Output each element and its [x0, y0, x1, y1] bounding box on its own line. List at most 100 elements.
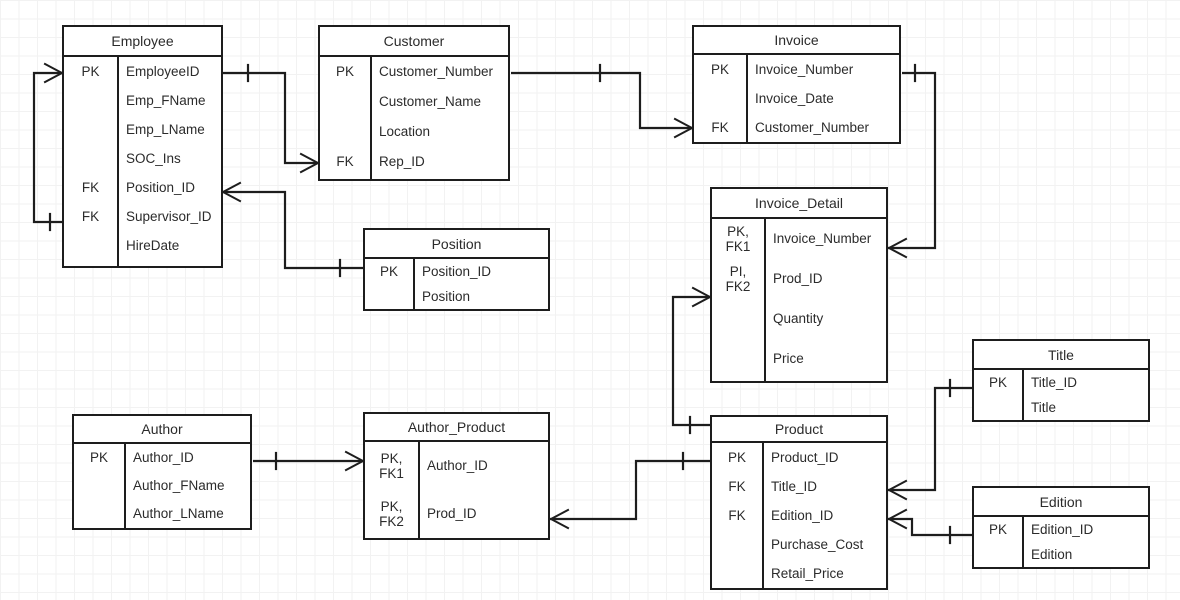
crows-foot-many-symbol	[887, 508, 908, 530]
attribute-name: Title_ID	[771, 478, 818, 494]
attribute-name: HireDate	[126, 237, 180, 253]
key-label: FK	[81, 179, 100, 195]
attribute-name: Product_ID	[771, 449, 839, 465]
crows-foot-many-symbol	[299, 152, 320, 174]
relationship-employee-supervises-employee	[32, 62, 64, 232]
attribute-name: Invoice_Number	[755, 61, 854, 77]
relationship-product-in-invoice-detail	[671, 286, 712, 435]
key-label: PK	[988, 521, 1007, 537]
entity-title: Product	[712, 417, 886, 443]
key-label	[74, 472, 124, 500]
key-label: PK	[379, 263, 398, 279]
relationship-author-writes-author-product	[253, 450, 365, 472]
relationship-position-held-by-employee	[221, 181, 363, 278]
key-label: FK	[336, 154, 354, 170]
relationship-edition-of-product	[887, 508, 972, 545]
key-label	[712, 559, 762, 588]
key-label	[974, 395, 1022, 420]
attribute-name: Position_ID	[422, 263, 492, 279]
entity-title: Author	[74, 416, 250, 444]
entity-title: Invoice_Detail	[712, 189, 886, 219]
attribute-name: Author_FName	[133, 478, 225, 494]
key-label: PK	[988, 374, 1007, 390]
entity-title: Customer	[320, 27, 508, 57]
attribute-name: Author_ID	[427, 458, 488, 474]
key-label	[694, 84, 746, 113]
key-label	[712, 299, 764, 339]
attribute-name: Edition_ID	[771, 507, 834, 523]
attribute-column: Edition_ID Edition	[1024, 517, 1148, 567]
crows-foot-many-symbol	[887, 237, 908, 259]
attribute-column: Product_ID Title_ID Edition_ID Purchase_Cos…	[764, 443, 886, 588]
attribute-name: Purchase_Cost	[771, 536, 864, 552]
relationship-title-of-product	[887, 378, 972, 501]
key-label	[320, 117, 370, 147]
key-column: PK	[974, 370, 1024, 420]
attribute-name: Emp_LName	[126, 121, 205, 137]
attribute-name: Customer_Name	[379, 94, 482, 110]
attribute-name: Position_ID	[126, 179, 196, 195]
entity-title: Edition	[974, 488, 1148, 517]
key-label: PK, FK1	[725, 223, 751, 254]
attribute-name: Author_LName	[133, 506, 224, 522]
attribute-name: SOC_Ins	[126, 150, 181, 166]
crows-foot-many-symbol	[887, 479, 908, 501]
key-label	[365, 284, 413, 309]
crows-foot-many-symbol	[673, 117, 694, 139]
attribute-name: Position	[422, 288, 471, 304]
key-label: PK	[81, 63, 100, 79]
attribute-name: Rep_ID	[379, 154, 425, 170]
attribute-name: Location	[379, 124, 431, 140]
attribute-name: Customer_Number	[755, 119, 870, 135]
key-label	[712, 530, 762, 559]
attribute-name: Invoice_Number	[773, 231, 872, 247]
attribute-name: Retail_Price	[771, 565, 844, 581]
key-column: PK	[74, 444, 126, 528]
key-label	[64, 86, 117, 115]
key-label: PK	[89, 450, 108, 466]
crows-foot-many-symbol	[221, 181, 242, 203]
key-label	[74, 500, 124, 528]
attribute-name: Invoice_Date	[755, 90, 834, 106]
key-label	[64, 115, 117, 144]
key-label: PI, FK2	[725, 263, 751, 294]
entity-title: Title	[974, 341, 1148, 370]
key-label: PK	[727, 449, 746, 465]
attribute-name: Title	[1031, 399, 1057, 415]
crows-foot-many-symbol	[43, 62, 64, 84]
key-label	[64, 231, 117, 260]
key-label: FK	[81, 208, 100, 224]
key-label	[320, 87, 370, 117]
attribute-name: Edition	[1031, 546, 1073, 562]
key-label: FK	[728, 507, 746, 523]
key-column: PK	[365, 259, 415, 309]
attribute-name: Supervisor_ID	[126, 208, 212, 224]
attribute-name: Edition_ID	[1031, 521, 1094, 537]
